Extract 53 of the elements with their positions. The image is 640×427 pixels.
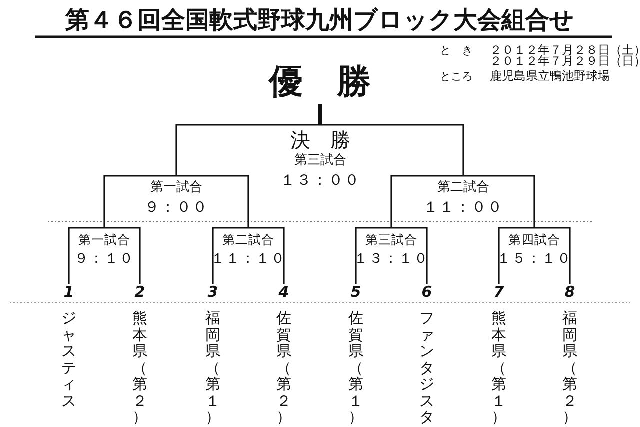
bracket-line — [104, 227, 141, 284]
team-name: ファンタジスタ — [420, 310, 434, 426]
bracket-line — [318, 104, 322, 125]
bracket-line — [176, 124, 320, 176]
info-text: ２０１２年７月２８日（土） — [490, 44, 640, 57]
team-name: 福岡県（第２） — [562, 310, 578, 426]
bracket-line — [212, 227, 248, 284]
seed-number: 5 — [350, 284, 362, 300]
match-name: 第一試合 — [78, 231, 130, 249]
match-name: 第二試合 — [438, 179, 490, 197]
seed-number: 2 — [134, 284, 146, 300]
team-name: 熊本県（第１） — [492, 310, 506, 426]
bracket-line — [320, 124, 464, 176]
match-name: 第三試合 — [294, 152, 346, 170]
team-name: ジャスティス — [62, 310, 76, 409]
match-time: ９：００ — [144, 197, 208, 217]
match-time: １１：００ — [424, 197, 504, 217]
info-text: と き — [440, 44, 473, 57]
info-text: ところ — [440, 70, 473, 83]
seed-number: 4 — [278, 284, 290, 300]
match-time: １１：１０ — [211, 250, 286, 269]
seed-number: 7 — [494, 284, 504, 300]
title-heading: 第４６回全国軟式野球九州ブロック大会組合せ — [64, 4, 576, 36]
bracket-line — [464, 175, 536, 228]
seed-number: 6 — [422, 284, 432, 300]
match-name: 第四試合 — [508, 231, 560, 249]
team-name: 佐賀県（第２） — [276, 310, 292, 426]
bracket-line — [355, 227, 392, 284]
champion-title: 優 勝 — [269, 62, 371, 102]
team-name: 熊本県（第２） — [132, 310, 148, 426]
match-time: １３：００ — [280, 170, 360, 190]
info-text: 鹿児島県立鴨池野球場 — [490, 70, 610, 83]
match-name: 第一試合 — [150, 179, 202, 197]
match-name: 第三試合 — [366, 231, 418, 249]
bracket-line — [176, 175, 250, 228]
match-time: ９：１０ — [74, 250, 134, 269]
match-time: １５：１０ — [497, 250, 572, 269]
info-text: ２０１２年７月２９日（日） — [490, 55, 640, 68]
bracket-line — [498, 227, 534, 284]
bracket-line — [104, 175, 176, 228]
match-time: １３：１０ — [354, 250, 429, 269]
bracket-line — [392, 227, 428, 284]
bracket-line — [68, 227, 104, 284]
bracket-line — [390, 175, 464, 228]
team-name: 福岡県（第１） — [206, 310, 220, 426]
match-name: 第二試合 — [222, 231, 274, 249]
seed-number: 8 — [564, 284, 576, 300]
bracket-line — [248, 227, 285, 284]
seed-number: 3 — [208, 284, 218, 300]
team-name: 佐賀県（第１） — [348, 310, 364, 426]
seed-number: 1 — [64, 284, 74, 300]
bracket-line — [534, 227, 571, 284]
match-title: 決 勝 — [290, 128, 350, 152]
